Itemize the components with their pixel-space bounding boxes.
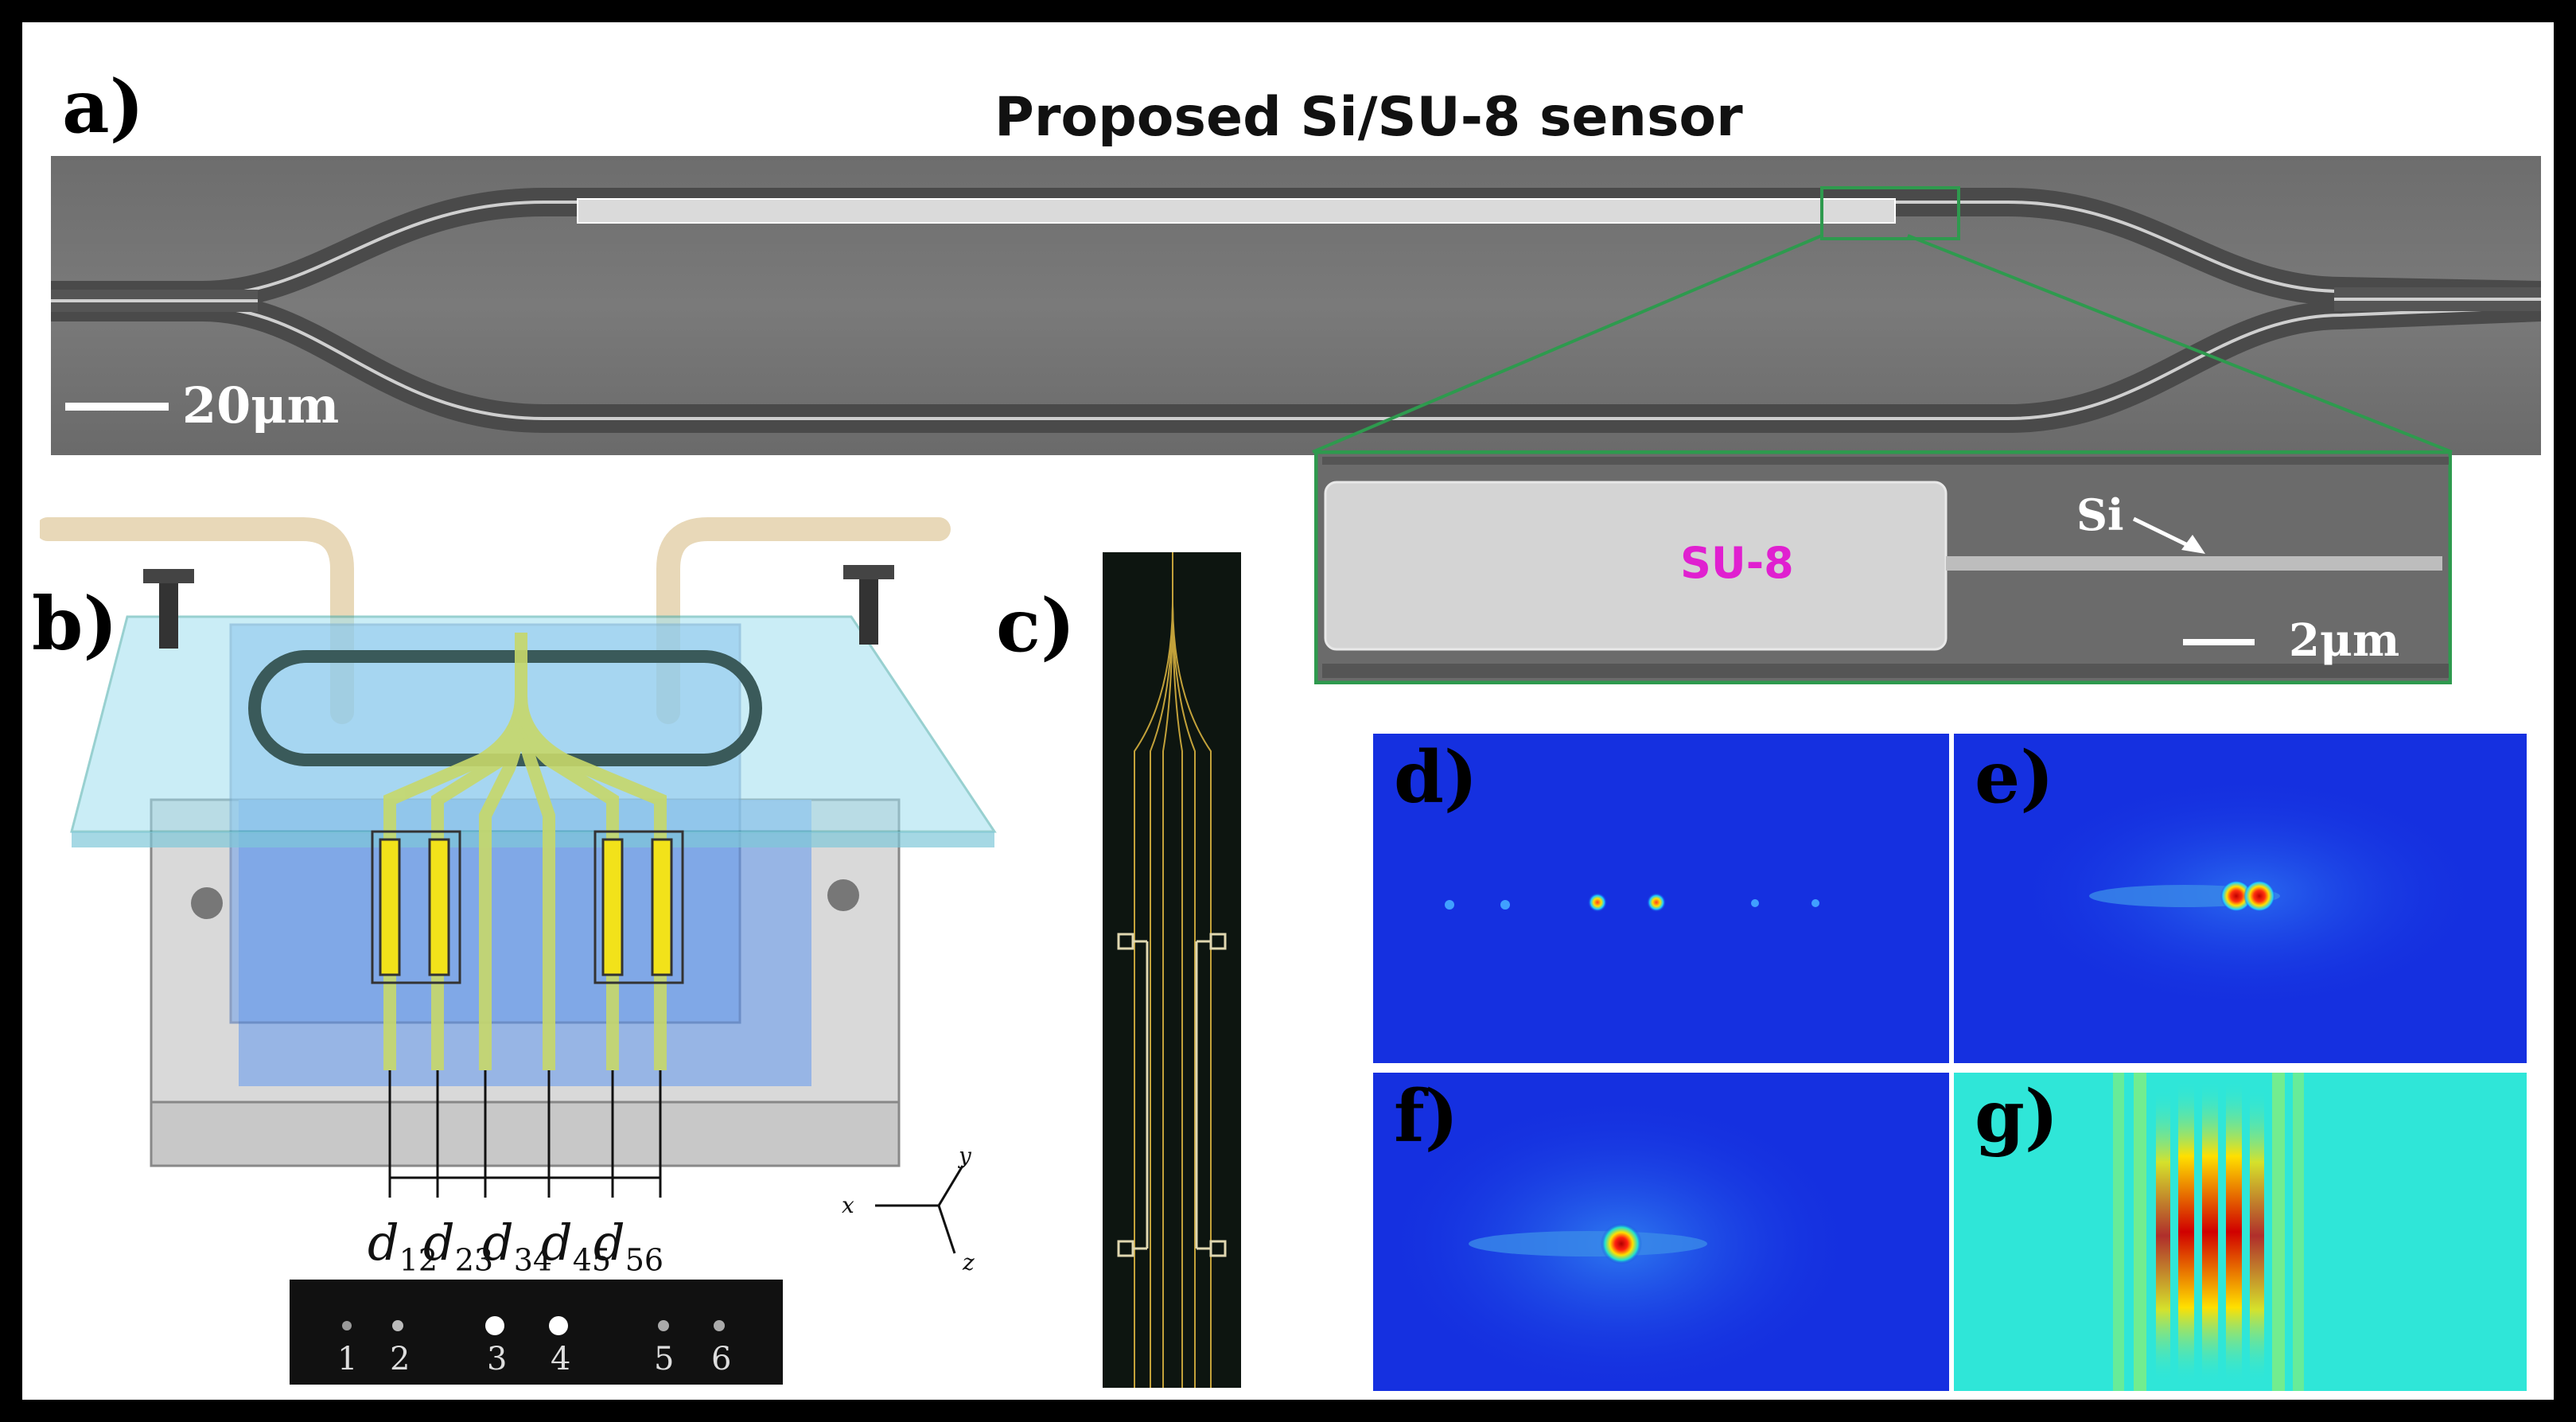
spacing-d34: d34 (482, 1214, 553, 1278)
spot-5: 5 (654, 1341, 675, 1377)
heatmap-g: g) (1954, 1073, 2527, 1391)
spot-2: 2 (390, 1341, 411, 1377)
panel-label-f: f) (1394, 1074, 1458, 1159)
sem-inset-zoom: SU-8 Si 2μm (1314, 450, 2452, 684)
su8-label: SU-8 (1680, 538, 1794, 588)
chip-microscope-image (1103, 552, 1241, 1388)
scale-bar-main-label: 20μm (182, 376, 339, 434)
si-label: Si (2076, 489, 2124, 540)
spot-1: 1 (337, 1341, 358, 1377)
axis-y-label: y (959, 1143, 971, 1169)
heatmap-f: f) (1373, 1073, 1949, 1391)
panel-label-e: e) (1975, 735, 2054, 820)
spacing-d56: d56 (593, 1214, 664, 1278)
heatmap-d: d) (1373, 734, 1949, 1063)
figure-title: Proposed Si/SU-8 sensor (994, 86, 1743, 149)
zoom-connector (1312, 234, 2453, 454)
spot-3: 3 (487, 1341, 508, 1377)
panel-label-a: a) (62, 64, 145, 150)
axis-z-label: z (963, 1249, 975, 1276)
axis-x-label: x (842, 1192, 854, 1218)
scale-bar-inset-label: 2μm (2289, 614, 2399, 667)
spacing-d12: d12 (368, 1214, 438, 1278)
panel-label-g: g) (1975, 1074, 2059, 1159)
spacing-d23: d23 (423, 1214, 494, 1278)
panel-label-b: b) (32, 581, 118, 667)
chip-3d-diagram (40, 517, 997, 1254)
panel-label-c: c) (996, 582, 1076, 668)
spot-4: 4 (551, 1341, 571, 1377)
spacing-d45: d45 (541, 1214, 612, 1278)
spot-6: 6 (711, 1341, 732, 1377)
output-spots-image (290, 1280, 783, 1385)
heatmap-e: e) (1954, 734, 2527, 1063)
sem-mzi-image: 20μm (51, 156, 2541, 455)
panel-label-d: d) (1394, 735, 1478, 820)
